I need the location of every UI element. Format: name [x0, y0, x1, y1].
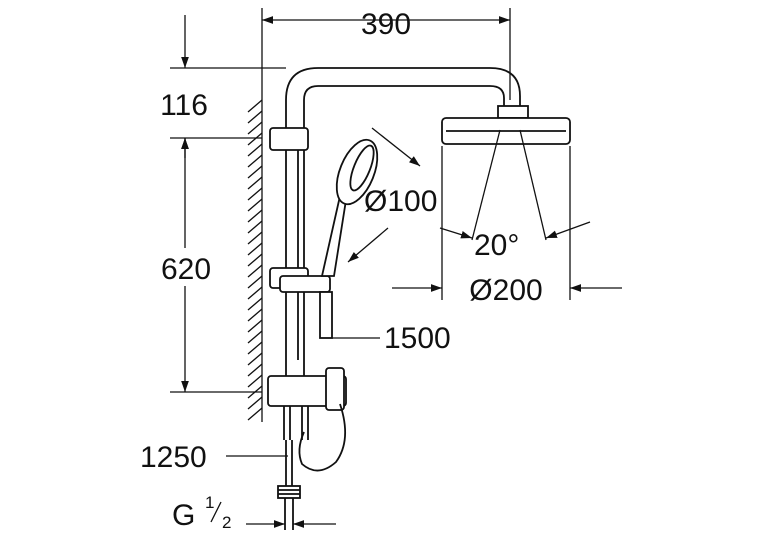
dimension-620: 620 [160, 138, 262, 393]
wall-hatch-line [247, 143, 263, 157]
wall-hatch-line [247, 198, 263, 212]
wall-hatch-line [247, 242, 263, 256]
dimension-spray-angle: 20° [439, 129, 591, 262]
label-pipe-length: 1250 [140, 441, 207, 474]
dimension-handshower-diameter: Ø100 [347, 127, 437, 263]
dimension-thread-size: G 1 2 [172, 493, 336, 532]
label-head-diameter: Ø200 [469, 274, 542, 307]
label-handshower-diameter: Ø100 [364, 185, 437, 218]
leader-pipe-length: 1250 [140, 441, 288, 474]
label-620: 620 [161, 253, 211, 286]
wall-hatch-line [247, 209, 263, 223]
leader-hose-length: 1500 [332, 322, 451, 355]
wall-hatching [247, 99, 263, 421]
wall-hatch-line [247, 165, 263, 179]
supply-pipes [283, 406, 309, 486]
label-hose-length: 1500 [384, 322, 451, 355]
wall-hatch-line [247, 396, 263, 410]
wall-hatch-line [247, 352, 263, 366]
wall-hatch-line [247, 407, 263, 421]
label-thread-letter: G [172, 499, 195, 532]
handshower-slider [279, 275, 331, 293]
wall-hatch-line [247, 253, 263, 267]
wall-hatch-line [247, 374, 263, 388]
dimension-390: 390 [261, 8, 511, 100]
wall-hatch-line [247, 110, 263, 124]
label-spray-angle: 20° [474, 229, 519, 262]
label-thread-numerator: 1 [205, 493, 214, 512]
wall-hatch-line [247, 187, 263, 201]
wall-hatch-line [247, 154, 263, 168]
wall-hatch-line [247, 297, 263, 311]
label-thread-denominator: 2 [222, 513, 231, 532]
wall-hatch-line [247, 319, 263, 333]
wall-hatch-line [247, 264, 263, 278]
wall-hatch-line [247, 363, 263, 377]
label-116: 116 [160, 89, 208, 122]
hand-shower [320, 138, 379, 277]
wall-hatch-line [247, 99, 263, 113]
wall-hatch-line [247, 220, 263, 234]
wall-hatch-line [247, 231, 263, 245]
wall-hatch-line [247, 286, 263, 300]
head-shower [441, 105, 571, 145]
label-390: 390 [361, 8, 411, 41]
wall [247, 95, 263, 422]
wall-hatch-line [247, 132, 263, 146]
wall-hatch-line [247, 121, 263, 135]
upper-wall-bracket [269, 127, 309, 151]
wall-hatch-line [247, 341, 263, 355]
wall-hatch-line [247, 308, 263, 322]
dimension-116: 116 [160, 15, 286, 158]
mixer-body [267, 367, 347, 411]
dimension-head-diameter: Ø200 [392, 146, 622, 307]
wall-hatch-line [247, 330, 263, 344]
shower-hose [298, 291, 346, 472]
wall-hatch-line [247, 176, 263, 190]
wall-hatch-line [247, 275, 263, 289]
